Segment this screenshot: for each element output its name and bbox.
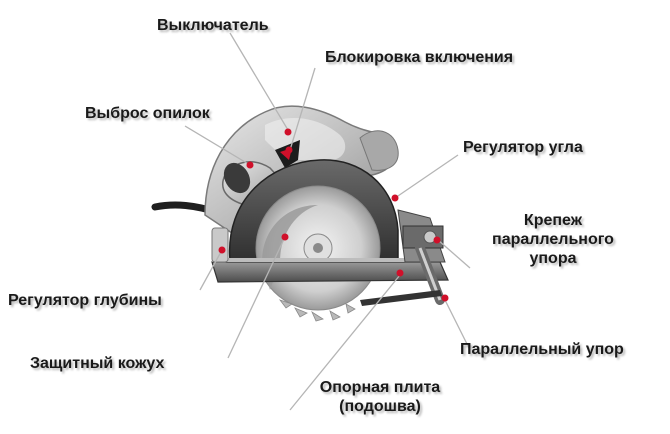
label-fence: Параллельный упор [460,341,624,358]
label-depth: Регулятор глубины [8,292,162,309]
marker-angle [391,194,399,202]
marker-base [396,269,404,277]
label-guard: Защитный кожух [30,355,165,372]
parallel-fence-blade [360,290,442,306]
marker-fence-mount [433,236,441,244]
label-fence-mount-line1: Крепеж [523,212,583,229]
leader-lines [184,32,471,411]
label-dust: Выброс опилок [85,105,210,122]
marker-fence [441,294,449,302]
callout-markers [218,128,449,302]
dust-chute-opening [223,162,251,194]
label-lock: Блокировка включения [325,49,514,66]
label-fence-mount: Крепеж параллельного упора [478,211,628,268]
marker-guard [281,233,289,241]
marker-lock [285,146,293,154]
depth-adjuster [211,227,229,263]
marker-depth [218,246,226,254]
label-fence-mount-line3: упора [529,250,577,267]
label-base: Опорная плита (подошва) [305,378,455,416]
front-knob [359,130,399,171]
label-base-line1: Опорная плита [319,379,441,396]
blade-teeth [278,299,356,322]
label-angle: Регулятор угла [463,139,583,156]
marker-switch [284,128,292,136]
marker-dust [246,161,254,169]
label-fence-mount-line2: параллельного [492,231,614,248]
base-plate [211,261,449,283]
label-switch: Выключатель [157,17,269,34]
label-base-line2: (подошва) [339,398,421,415]
